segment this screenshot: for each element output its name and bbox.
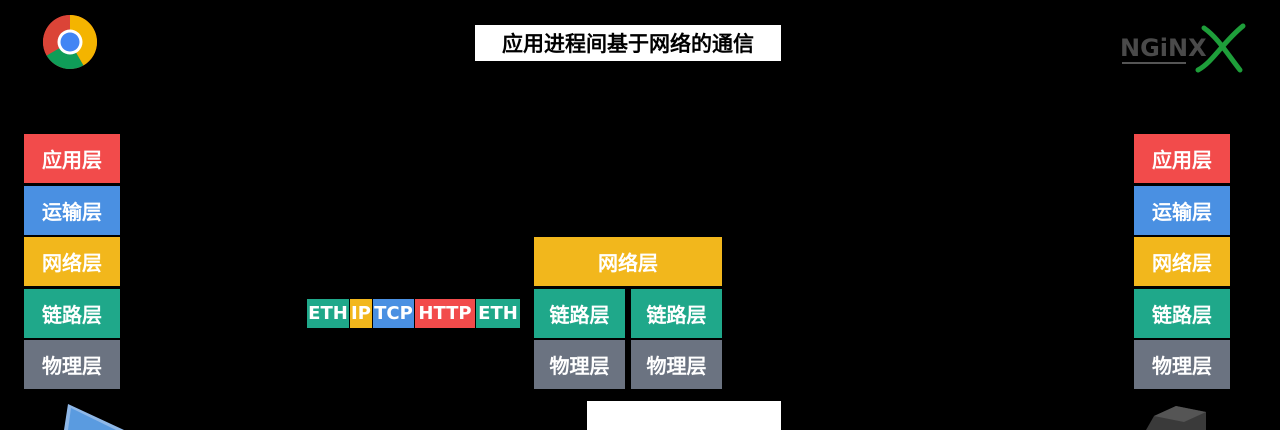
right-application-layer: 应用层	[1134, 134, 1230, 183]
left-physical-layer: 物理层	[24, 340, 120, 389]
diagram-title: 应用进程间基于网络的通信	[475, 25, 781, 61]
nginx-logo: NGiNX	[1120, 23, 1246, 73]
server-icon	[1146, 406, 1206, 430]
right-transport-layer: 运输层	[1134, 186, 1230, 235]
router-network-layer: 网络层	[534, 237, 722, 286]
left-link-layer: 链路层	[24, 289, 120, 338]
chrome-icon	[42, 14, 98, 70]
packet-http-data: HTTP	[415, 299, 475, 328]
laptop-icon	[64, 404, 124, 430]
left-application-layer: 应用层	[24, 134, 120, 183]
nginx-logo-text: NGiNX	[1120, 34, 1207, 62]
left-transport-layer: 运输层	[24, 186, 120, 235]
packet-eth-trailer: ETH	[476, 299, 520, 328]
packet-ip-header: IP	[350, 299, 372, 328]
right-link-layer: 链路层	[1134, 289, 1230, 338]
router-right-link-layer: 链路层	[631, 289, 722, 338]
router-right-physical-layer: 物理层	[631, 340, 722, 389]
router-device-box	[587, 401, 781, 430]
router-left-link-layer: 链路层	[534, 289, 625, 338]
right-network-layer: 网络层	[1134, 237, 1230, 286]
router-left-physical-layer: 物理层	[534, 340, 625, 389]
right-physical-layer: 物理层	[1134, 340, 1230, 389]
packet-eth-header: ETH	[307, 299, 349, 328]
left-network-layer: 网络层	[24, 237, 120, 286]
packet-tcp-header: TCP	[373, 299, 414, 328]
